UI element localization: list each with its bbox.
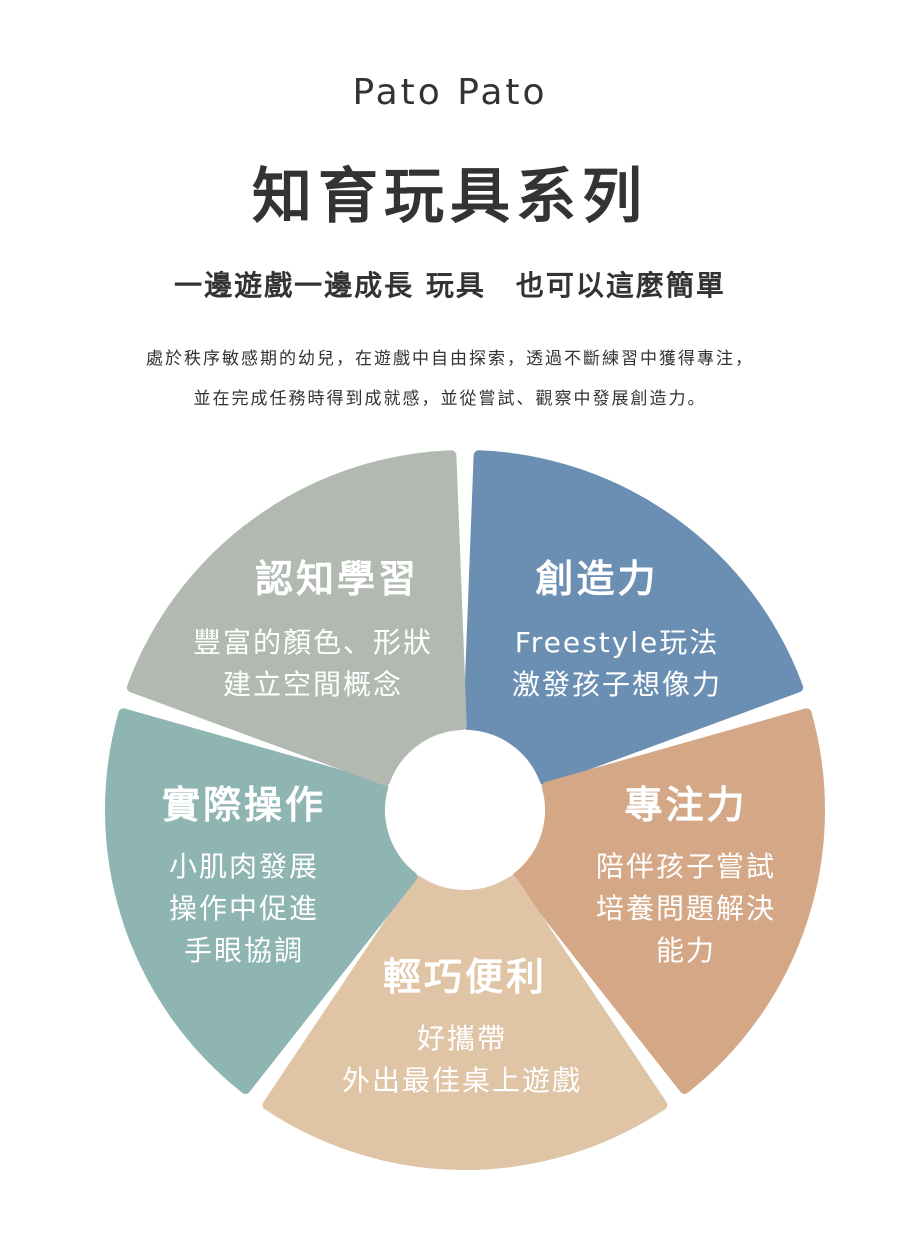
segment-line-portable-1: 好攜帶 bbox=[417, 1022, 507, 1055]
wheel-segment-cognitive bbox=[463, 450, 804, 786]
segment-line-portable-2: 外出最佳桌上遊戲 bbox=[342, 1064, 582, 1097]
segment-line-hands-on-3: 手眼協調 bbox=[184, 934, 304, 967]
wheel-center bbox=[388, 733, 542, 887]
segment-title-hands-on: 實際操作 bbox=[162, 783, 326, 827]
segment-line-hands-on-1: 小肌肉發展 bbox=[169, 850, 319, 883]
segment-title-creativity: 創造力 bbox=[535, 557, 658, 601]
segment-line-focus-3: 能力 bbox=[656, 934, 716, 967]
wheel-segment-creativity bbox=[512, 708, 825, 1094]
segment-title-cognitive: 認知學習 bbox=[255, 557, 419, 601]
description-line-1: 處於秩序敏感期的幼兒，在遊戲中自由探索，透過不斷練習中獲得專注， bbox=[146, 349, 754, 369]
page-title: 知育玩具系列 bbox=[252, 162, 648, 232]
segment-line-cognitive-2: 建立空間概念 bbox=[223, 668, 403, 701]
segment-line-hands-on-2: 操作中促進 bbox=[169, 892, 319, 925]
wheel-segment-focus bbox=[262, 875, 668, 1170]
segment-line-focus-1: 陪伴孩子嘗試 bbox=[596, 850, 776, 883]
segment-line-focus-2: 培養問題解決 bbox=[596, 892, 776, 925]
wheel-segment-hands-on bbox=[126, 450, 467, 786]
description-line-2: 並在完成任務時得到成就感，並從嘗試、觀察中發展創造力。 bbox=[193, 389, 707, 409]
segment-line-creativity-1: Freestyle玩法 bbox=[515, 626, 720, 659]
segment-title-portable: 輕巧便利 bbox=[383, 955, 547, 999]
segment-title-focus: 專注力 bbox=[624, 783, 747, 827]
brand-name: Pato Pato bbox=[352, 72, 548, 113]
segment-line-creativity-2: 激發孩子想像力 bbox=[512, 668, 722, 701]
wheel-segment-portable bbox=[105, 708, 418, 1094]
subtitle: 一邊遊戲一邊成長 玩具 也可以這麼簡單 bbox=[174, 269, 726, 302]
segment-line-cognitive-1: 豐富的顏色、形狀 bbox=[193, 626, 433, 659]
